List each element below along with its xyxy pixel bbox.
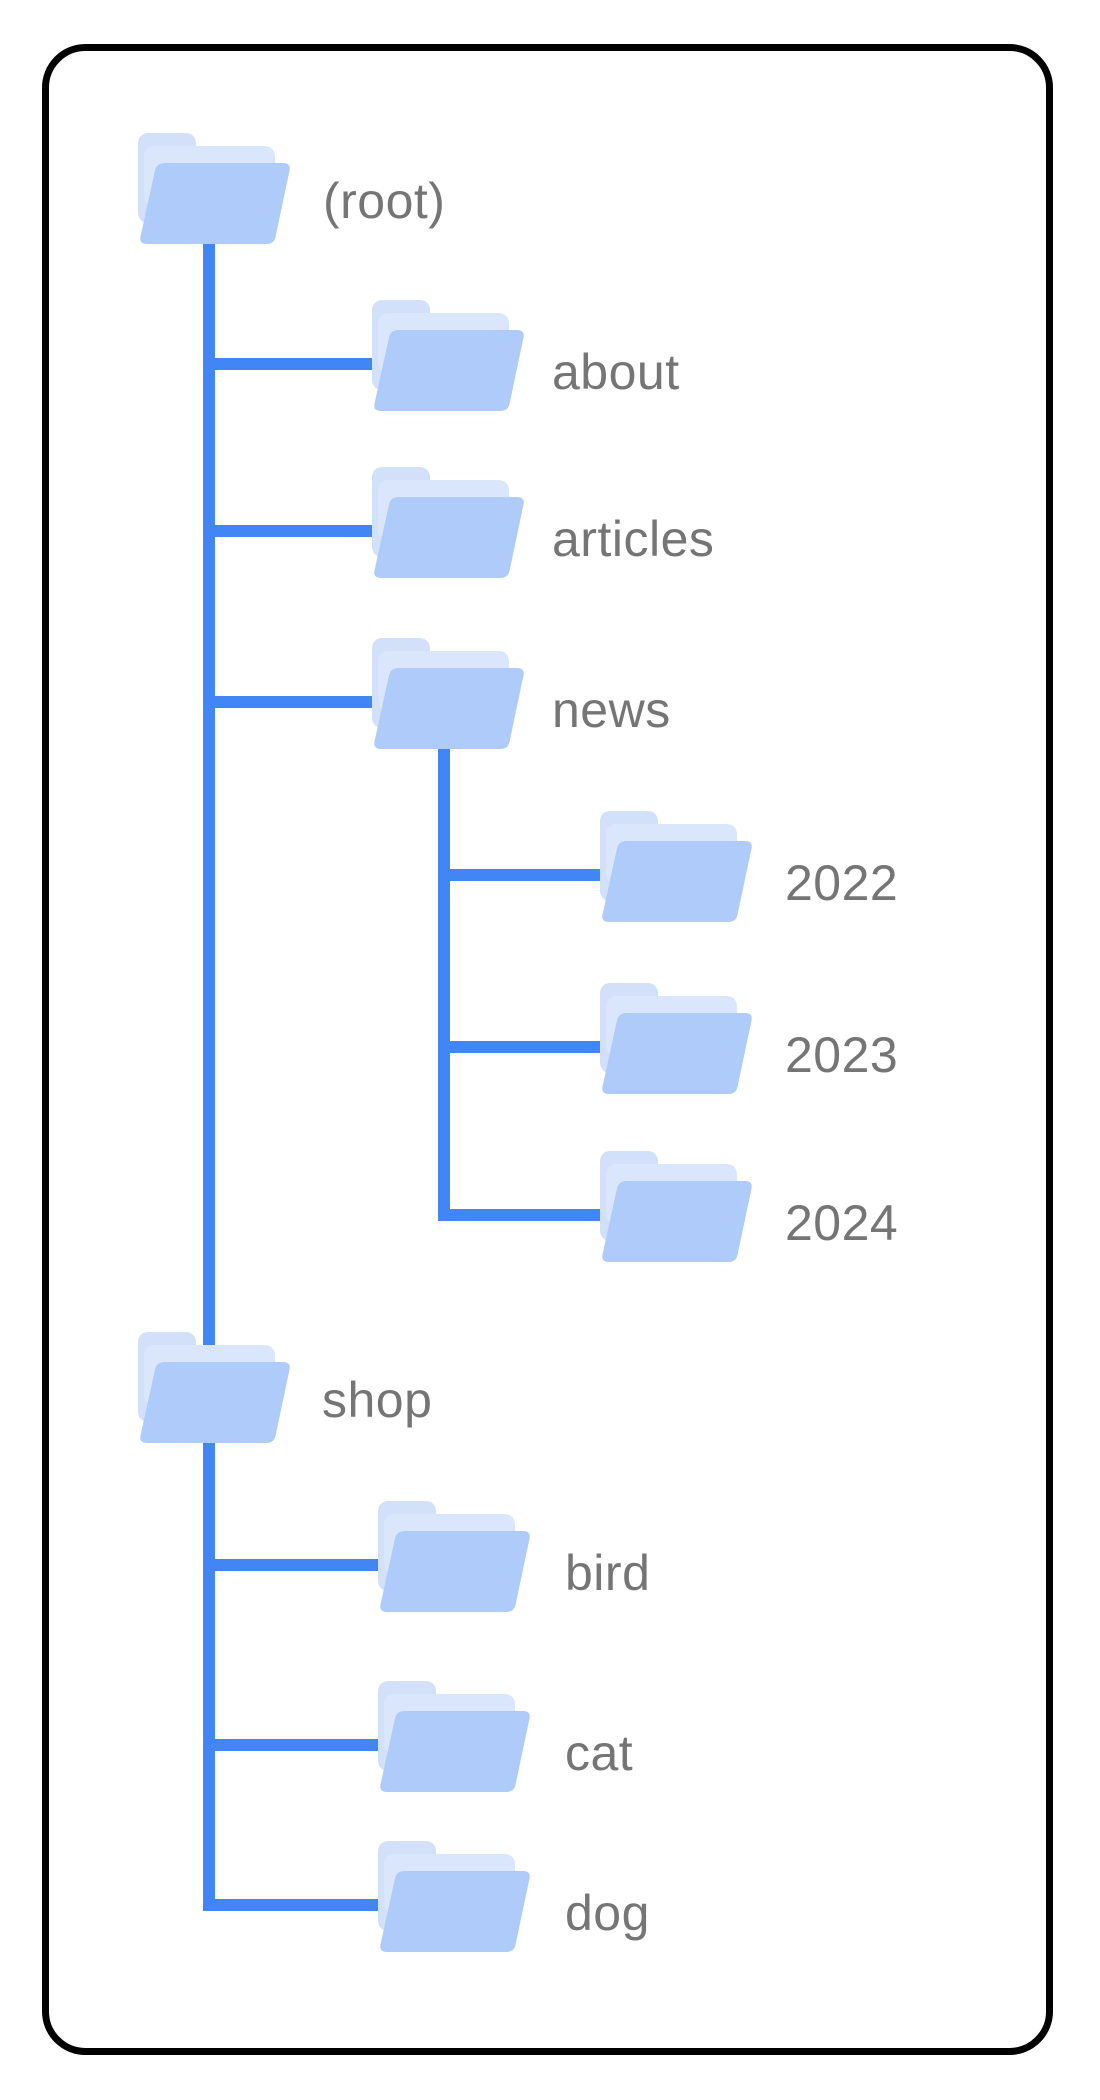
connector-root-branches: [203, 200, 400, 1911]
folder-icon: [378, 1841, 530, 1952]
folder-label-articles: articles: [552, 511, 714, 567]
folder-icon: [600, 1151, 752, 1262]
folder-label-bird: bird: [565, 1545, 650, 1601]
tree-node-2024: 2024: [600, 1151, 898, 1262]
folder-icon: [138, 1332, 290, 1443]
connector-news-branches: [438, 700, 625, 1221]
tree-node-shop: shop: [138, 1332, 432, 1443]
tree-node-dog: dog: [378, 1841, 650, 1952]
folder-label-root: (root): [323, 173, 445, 229]
folder-icon: [372, 638, 524, 749]
tree-node-cat: cat: [378, 1681, 633, 1792]
folder-icon: [600, 811, 752, 922]
folder-label-about: about: [552, 344, 680, 400]
folder-label-dog: dog: [565, 1885, 650, 1941]
folder-label-2022: 2022: [785, 855, 898, 911]
tree-node-news: news: [372, 638, 671, 749]
folder-icon: [372, 300, 524, 411]
folder-icon: [600, 983, 752, 1094]
tree-node-about: about: [372, 300, 680, 411]
folder-label-2024: 2024: [785, 1195, 898, 1251]
folder-label-cat: cat: [565, 1725, 633, 1781]
folder-label-2023: 2023: [785, 1027, 898, 1083]
tree-node-2023: 2023: [600, 983, 898, 1094]
tree-node-root: (root): [138, 133, 445, 244]
diagram-frame-border: [42, 44, 1053, 2055]
folder-icon: [372, 467, 524, 578]
folder-icon: [378, 1501, 530, 1612]
folder-icon: [138, 133, 290, 244]
folder-label-news: news: [552, 682, 671, 738]
folder-icon: [378, 1681, 530, 1792]
folder-label-shop: shop: [322, 1372, 432, 1428]
tree-node-bird: bird: [378, 1501, 650, 1612]
tree-node-articles: articles: [372, 467, 714, 578]
tree-node-2022: 2022: [600, 811, 898, 922]
